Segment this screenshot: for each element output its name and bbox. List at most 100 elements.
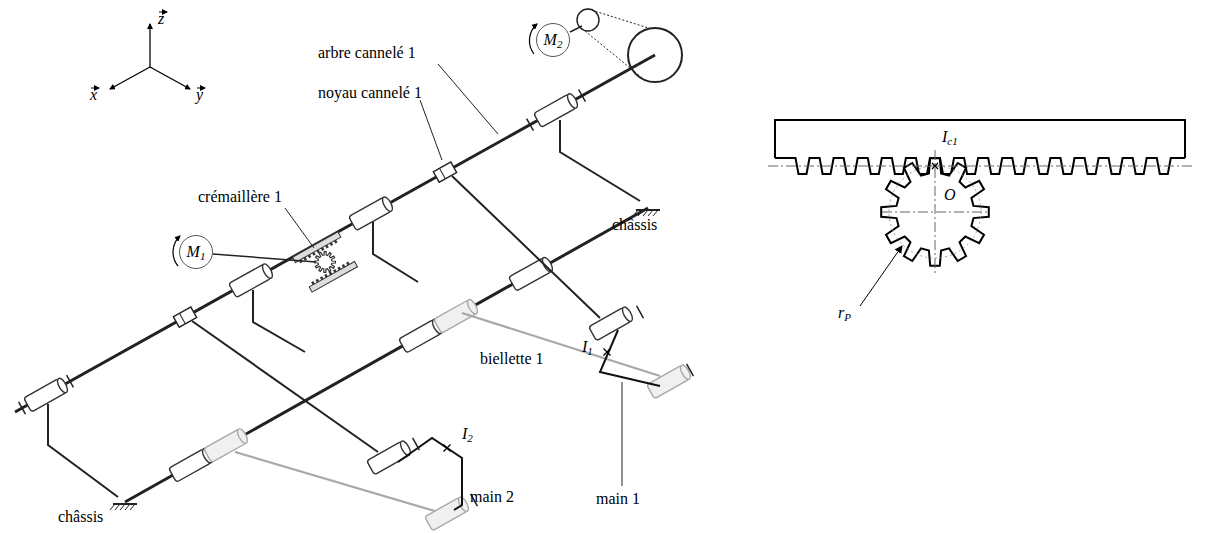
- ground-hatch: [115, 504, 120, 510]
- rack-tooth: [346, 262, 350, 266]
- cylinder-end: [466, 298, 480, 315]
- point-mark: [604, 349, 611, 356]
- cylinder-end: [679, 364, 693, 381]
- pitch-line: [768, 166, 1192, 167]
- part-label: main 1: [596, 490, 640, 508]
- cylinder-end: [621, 306, 635, 323]
- ground-hatch: [653, 210, 658, 216]
- cylinder-end: [56, 377, 70, 394]
- frame-shaft: [125, 208, 648, 502]
- motor-circle: M1: [179, 235, 213, 269]
- rack-tooth: [334, 240, 338, 244]
- motor-shaft: [213, 254, 316, 262]
- ground-hatch: [638, 210, 643, 216]
- rack-tooth: [333, 269, 337, 273]
- rack-tooth: [324, 274, 328, 278]
- bearing-tick: [413, 438, 420, 450]
- rack-tooth: [325, 245, 329, 249]
- belt: [585, 31, 646, 81]
- belt: [588, 9, 650, 29]
- bearing-tick: [579, 90, 586, 102]
- pivot-cylinder-grey: [204, 427, 250, 462]
- rack-tooth: [311, 281, 315, 285]
- part-label: crémaillère 1: [198, 188, 282, 206]
- rack-tooth: [337, 266, 341, 270]
- frame-support: [560, 120, 640, 201]
- part-label: M1: [187, 243, 206, 261]
- point-mark: [444, 445, 451, 452]
- cylinder-end: [541, 256, 555, 273]
- part-label: I1: [582, 338, 593, 356]
- leader-line: [420, 100, 442, 160]
- hub-line: [439, 168, 445, 178]
- pivot-cylinder: [534, 92, 580, 127]
- hand-bracket: [600, 330, 660, 386]
- rack-tooth: [330, 242, 334, 246]
- rack-tooth: [316, 279, 320, 283]
- pulley-small: [577, 9, 599, 31]
- bearing-tick: [67, 375, 74, 387]
- axis-arrow: [110, 67, 150, 89]
- point-mark: [932, 163, 938, 169]
- pivot-cylinder-grey: [425, 496, 471, 531]
- part-label: noyau cannelé 1: [318, 84, 422, 102]
- hub-body: [433, 162, 456, 182]
- ground-hatch: [648, 210, 653, 216]
- part-label: main 2: [470, 488, 514, 506]
- point-mark: [444, 445, 451, 452]
- pitch-circle: [889, 166, 981, 258]
- axis-arrow: [150, 67, 190, 89]
- hub-line: [179, 313, 185, 323]
- center-line: [935, 150, 936, 276]
- cylinder-end: [236, 427, 250, 444]
- leader-line: [622, 382, 623, 486]
- hand-arm: [452, 176, 600, 318]
- hand-arm: [192, 321, 378, 452]
- part-label: Ic1: [942, 128, 958, 146]
- motor-shaft: [570, 26, 582, 32]
- part-label: x: [90, 86, 97, 104]
- axis-arrow: [149, 24, 150, 67]
- bearing-tick: [19, 402, 26, 414]
- pivot-cylinder: [589, 306, 635, 341]
- part-label: I2: [462, 425, 473, 443]
- cylinder-end: [457, 496, 471, 513]
- hub-body: [173, 307, 196, 327]
- hand-bracket: [398, 438, 462, 510]
- part-label: rP: [838, 304, 851, 322]
- part-label: M2: [544, 31, 563, 49]
- bearing-tick: [687, 364, 694, 376]
- rack-tooth: [320, 276, 324, 280]
- splined-hub: [173, 307, 196, 327]
- part-label: châssis: [58, 508, 103, 526]
- rack-body: [775, 120, 1185, 158]
- rack-pinion: [293, 232, 358, 292]
- center-line: [882, 212, 990, 213]
- rack-tooth: [342, 264, 346, 268]
- ground-hatch: [633, 210, 638, 216]
- point-mark: [932, 163, 938, 169]
- part-label: arbre cannelé 1: [318, 44, 416, 62]
- ground-hatch: [643, 210, 648, 216]
- ground-hatch: [130, 504, 135, 510]
- splined-shaft: [15, 55, 655, 412]
- rack-tooth: [321, 247, 325, 251]
- leader-line: [285, 208, 314, 248]
- ground-hatch: [120, 504, 125, 510]
- cylinder-end: [566, 92, 580, 109]
- rack-tooth: [312, 252, 316, 256]
- pivot-cylinder-grey: [647, 364, 693, 399]
- cylinder-end: [381, 195, 395, 212]
- rack-tooth: [303, 257, 307, 261]
- frame-support: [253, 290, 305, 352]
- rack-tooth: [308, 254, 312, 258]
- part-label: O: [944, 186, 956, 204]
- dimension-arrow: [860, 246, 902, 306]
- ground-hatch: [125, 504, 130, 510]
- bearing-tick: [637, 306, 644, 318]
- frame-support: [48, 404, 118, 497]
- bearing-tick: [527, 119, 534, 131]
- connecting-rod: [235, 452, 438, 512]
